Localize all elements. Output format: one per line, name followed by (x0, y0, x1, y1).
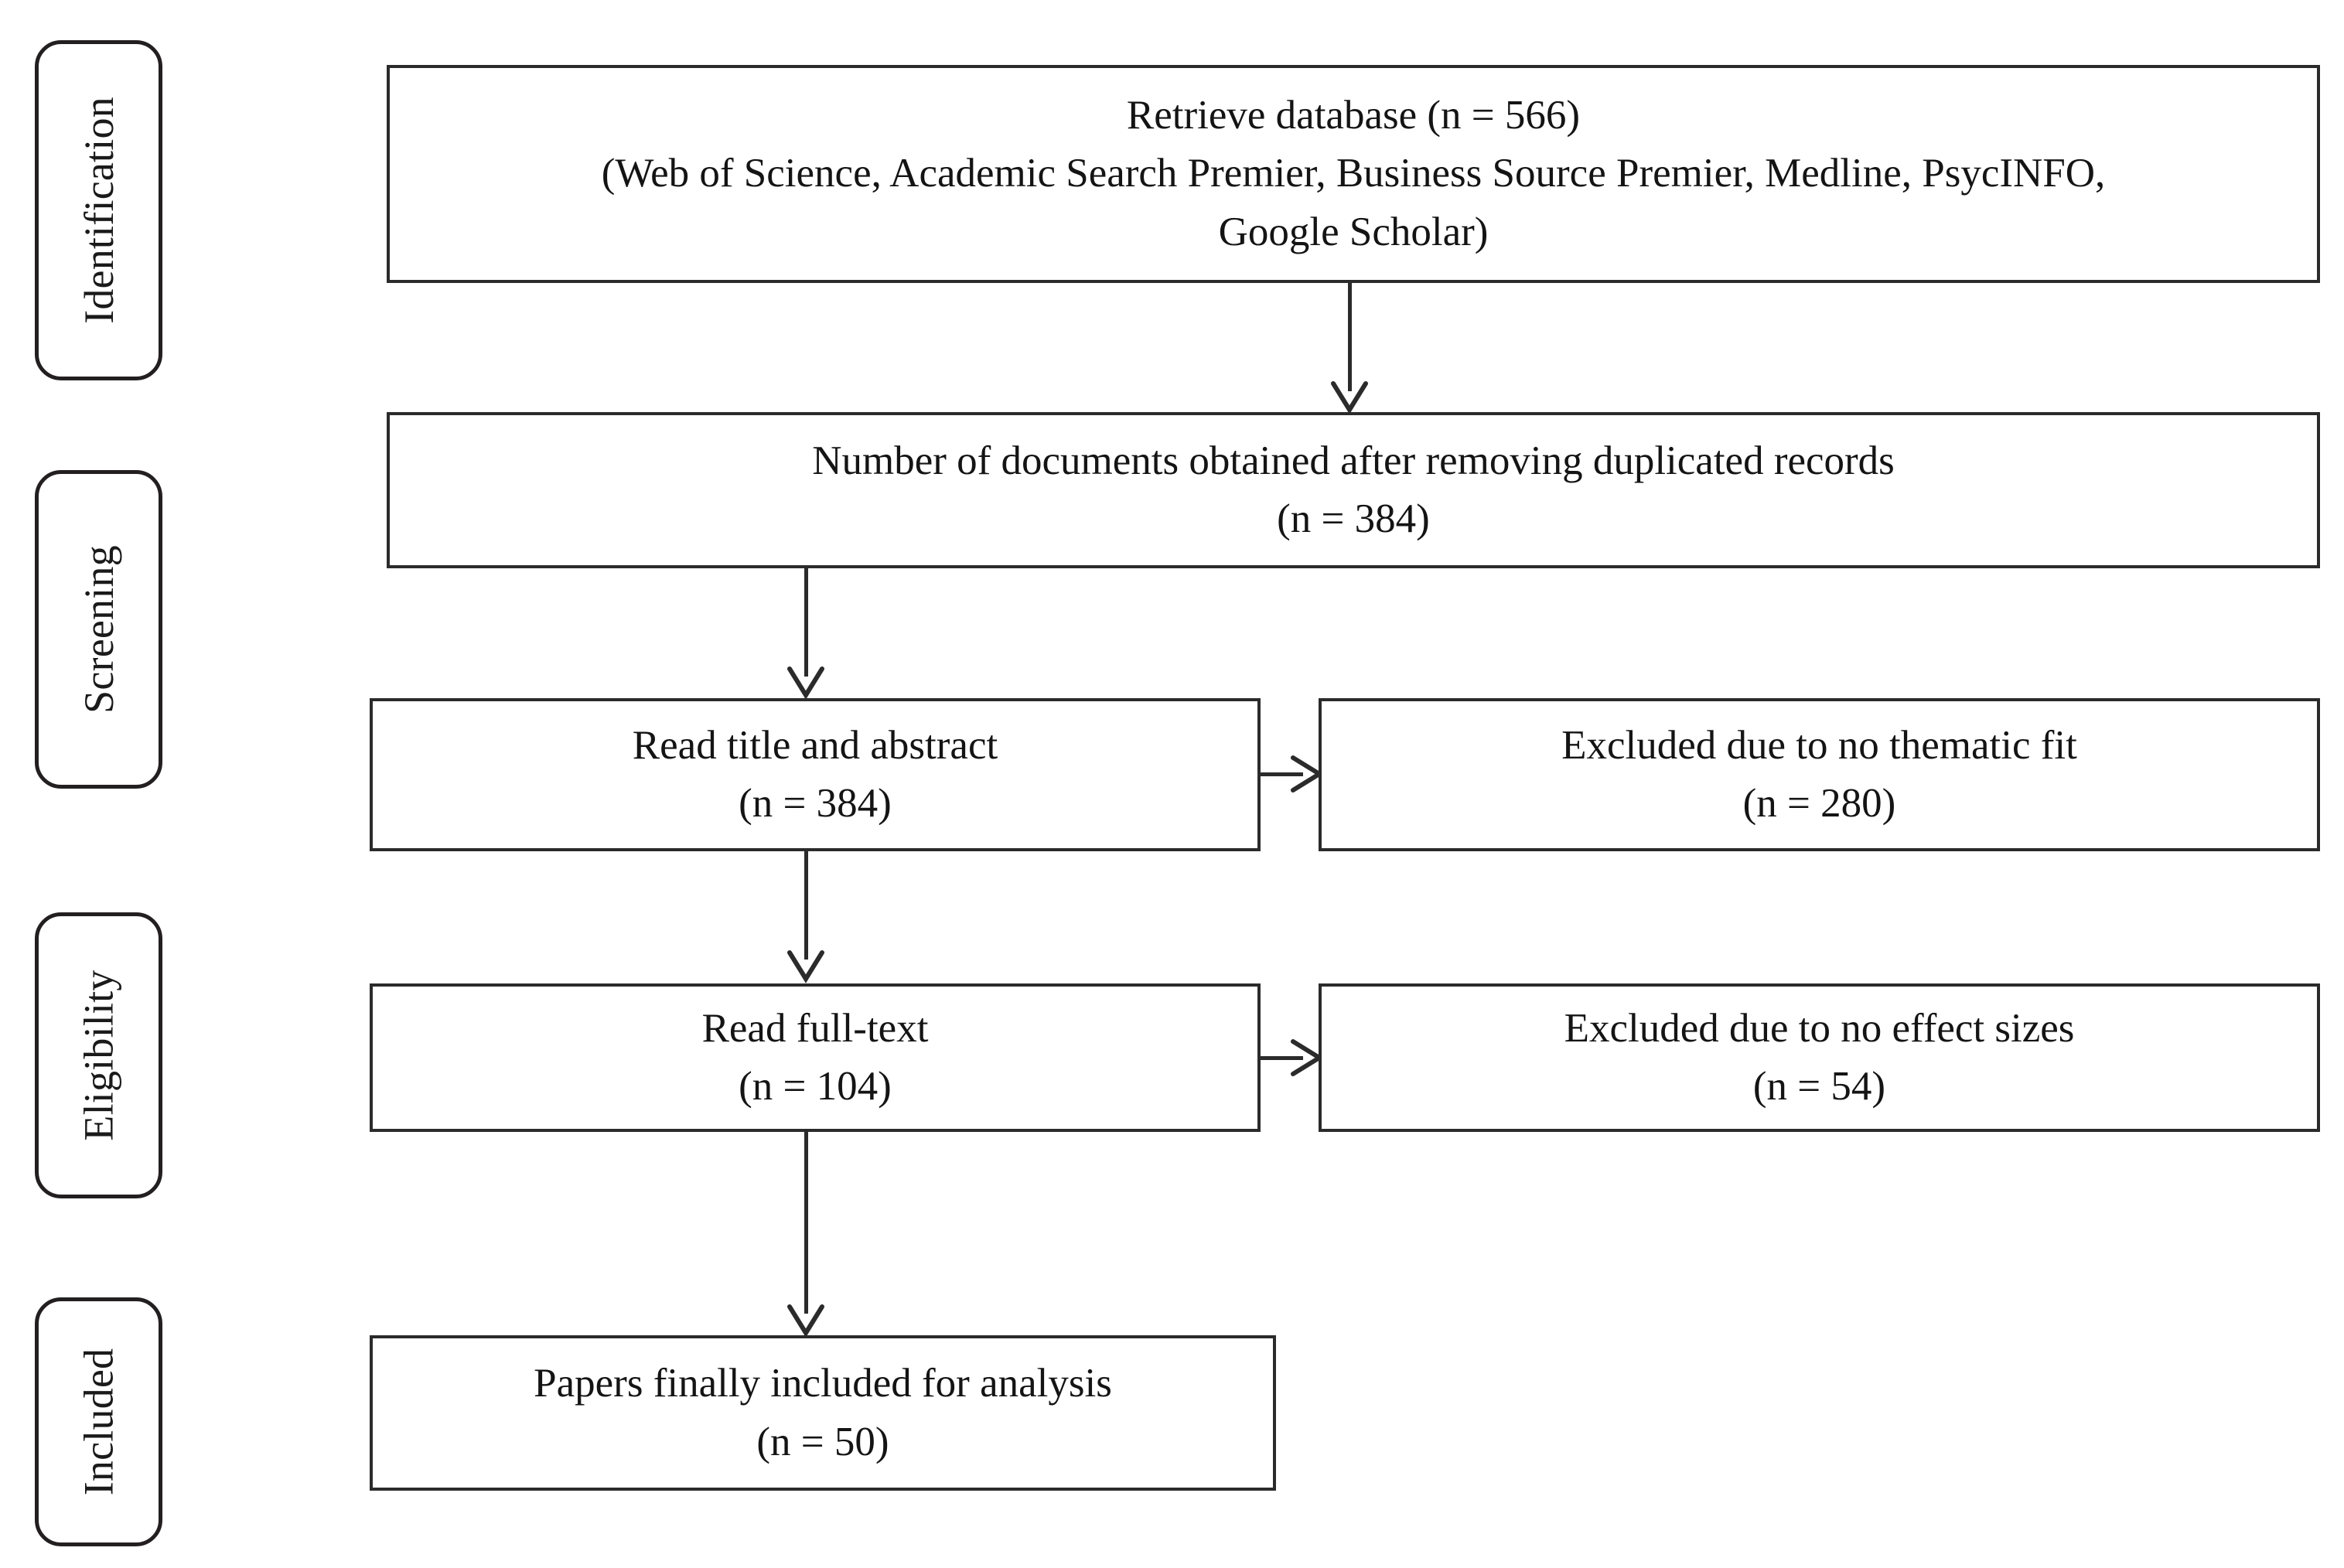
stage-label-included: Included (35, 1297, 162, 1546)
box-read-title-abstract: Read title and abstract (n = 384) (370, 698, 1261, 851)
box-retrieve-database-line-1: Retrieve database (n = 566) (1126, 93, 1581, 138)
connector-full-text-to-included-arrowhead (787, 1304, 824, 1338)
box-after-duplicates: Number of documents obtained after remov… (387, 412, 2320, 568)
box-retrieve-database: Retrieve database (n = 566) (Web of Scie… (387, 65, 2320, 283)
connector-full-text-to-excluded-effect-sizes-line (1261, 1056, 1303, 1060)
box-excluded-no-thematic-fit-line-1: Excluded due to no thematic fit (1561, 722, 2077, 768)
box-read-full-text-line-1: Read full-text (701, 1005, 929, 1051)
stage-label-identification-text: Identification (75, 97, 122, 324)
connector-duplicates-to-title-abstract-line (804, 568, 808, 677)
box-excluded-no-effect-sizes: Excluded due to no effect sizes (n = 54) (1319, 983, 2320, 1132)
box-papers-included-line-1: Papers finally included for analysis (534, 1361, 1112, 1406)
connector-full-text-to-included-line (804, 1132, 808, 1314)
box-read-title-abstract-line-2: (n = 384) (739, 781, 892, 826)
box-after-duplicates-line-2: (n = 384) (1277, 496, 1430, 541)
connector-title-abstract-to-excluded-thematic-line (1261, 772, 1303, 776)
box-papers-included-line-2: (n = 50) (756, 1419, 889, 1464)
box-read-full-text-line-2: (n = 104) (739, 1064, 892, 1109)
connector-title-abstract-to-excluded-thematic-arrowhead (1291, 755, 1324, 793)
connector-full-text-to-excluded-effect-sizes-arrowhead (1291, 1039, 1324, 1076)
stage-label-identification: Identification (35, 40, 162, 380)
stage-label-screening-text: Screening (75, 545, 122, 714)
box-excluded-no-thematic-fit-line-2: (n = 280) (1742, 781, 1896, 826)
connector-title-abstract-to-full-text-line (804, 851, 808, 960)
stage-label-included-text: Included (75, 1348, 122, 1496)
stage-label-eligibility: Eligibility (35, 912, 162, 1198)
connector-title-abstract-to-full-text-arrowhead (787, 950, 824, 983)
box-papers-included: Papers finally included for analysis (n … (370, 1335, 1276, 1491)
connector-duplicates-to-title-abstract-arrowhead (787, 666, 824, 700)
box-retrieve-database-line-3: Google Scholar) (1218, 209, 1489, 254)
box-excluded-no-effect-sizes-line-1: Excluded due to no effect sizes (1564, 1005, 2075, 1051)
box-read-title-abstract-line-1: Read title and abstract (632, 722, 998, 768)
stage-label-screening: Screening (35, 470, 162, 789)
box-read-full-text: Read full-text (n = 104) (370, 983, 1261, 1132)
box-retrieve-database-line-2: (Web of Science, Academic Search Premier… (601, 151, 2106, 196)
box-excluded-no-thematic-fit: Excluded due to no thematic fit (n = 280… (1319, 698, 2320, 851)
connector-retrieve-to-duplicates-line (1348, 283, 1352, 391)
connector-retrieve-to-duplicates-arrowhead (1331, 381, 1368, 414)
box-excluded-no-effect-sizes-line-2: (n = 54) (1752, 1064, 1886, 1109)
box-after-duplicates-line-1: Number of documents obtained after remov… (812, 438, 1895, 483)
stage-label-eligibility-text: Eligibility (75, 970, 122, 1141)
